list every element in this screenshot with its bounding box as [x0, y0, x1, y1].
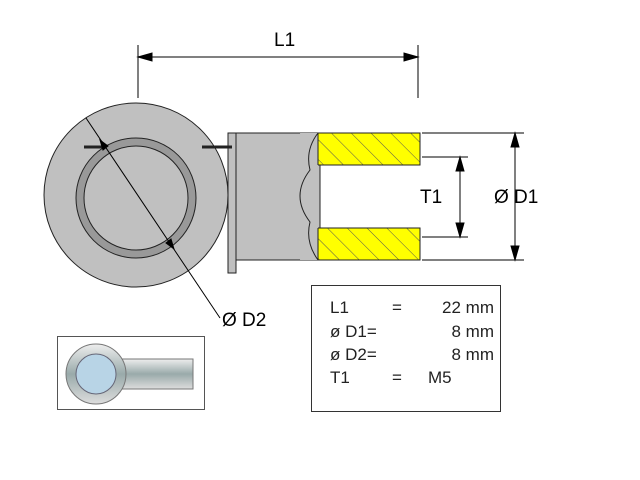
dimension-d1 — [422, 131, 524, 262]
dimension-t1 — [422, 155, 468, 239]
spec-table: L1 = 22 mm ø D1= 8 mm ø D2= 8 mm T1 = M5 — [311, 285, 501, 412]
spec-row: ø D2= 8 mm — [330, 345, 494, 367]
product-photo — [57, 336, 205, 410]
spec-key: ø D1= — [330, 322, 377, 341]
thread-top — [317, 132, 421, 166]
label-l1: L1 — [274, 30, 296, 51]
label-t1: T1 — [420, 187, 443, 208]
dimension-d2 — [85, 117, 221, 319]
spec-key: L1 — [330, 298, 349, 317]
thread-bottom — [317, 227, 421, 261]
spec-eq: = — [392, 368, 402, 387]
dimension-l1 — [136, 45, 420, 98]
spec-value: 22 mm — [442, 298, 494, 317]
spec-value: 8 mm — [451, 322, 495, 341]
spec-row: T1 = M5 — [330, 368, 494, 390]
spec-eq: = — [392, 298, 402, 317]
label-d2: Ø D2 — [222, 310, 267, 331]
ball-socket-eye — [43, 102, 232, 288]
spec-value: M5 — [428, 368, 452, 387]
label-d1: Ø D1 — [494, 187, 539, 208]
spec-row: L1 = 22 mm — [330, 298, 494, 320]
shaft-body — [235, 132, 421, 261]
spec-key: T1 — [330, 368, 350, 387]
clip-plate — [227, 132, 237, 274]
spec-key: ø D2= — [330, 345, 377, 364]
spec-row: ø D1= 8 mm — [330, 322, 494, 344]
spec-value: 8 mm — [451, 345, 495, 364]
